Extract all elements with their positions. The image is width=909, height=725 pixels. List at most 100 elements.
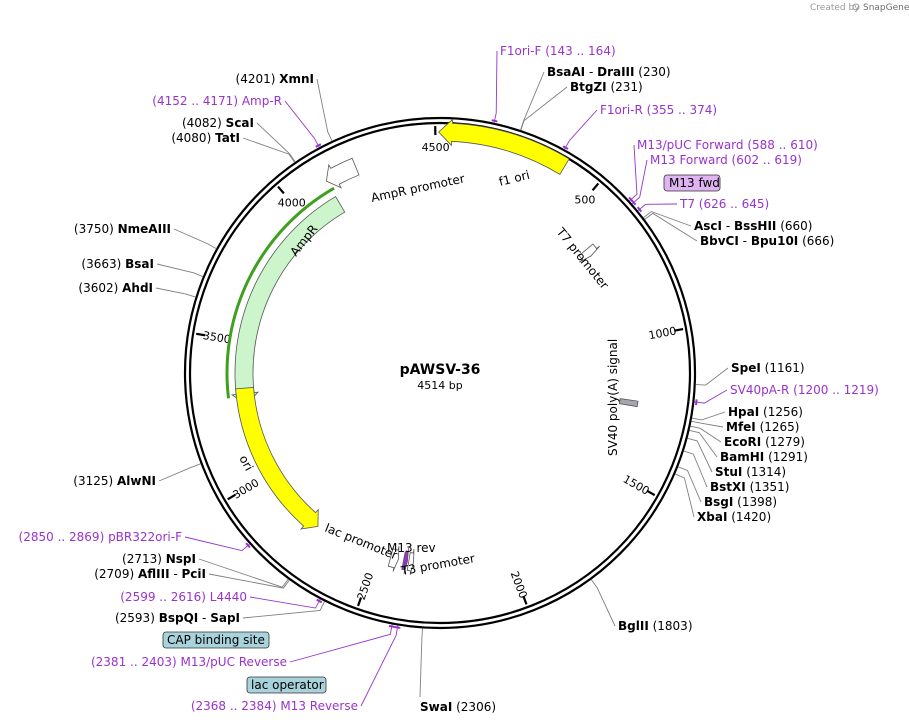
primer-text: (2850 .. 2869) pBR322ori-F (19, 530, 183, 544)
leader-line (284, 100, 320, 148)
leader-line (691, 411, 726, 421)
leader-line (158, 463, 201, 482)
cap-binding-site-box: CAP binding site (162, 631, 270, 649)
tick-mark (522, 595, 528, 605)
leader-line (156, 263, 204, 277)
site-text: (4080) TatI (171, 131, 240, 145)
restriction-site-ahdi: (3602) AhdI (78, 281, 153, 295)
feature-ori (235, 387, 319, 530)
restriction-site-bglii: BglII (1803) (618, 619, 693, 633)
restriction-site-mfei: MfeI (1265) (726, 420, 799, 434)
leader-line (256, 122, 296, 163)
leader-line (242, 137, 295, 163)
feature-t7-promoter (578, 243, 600, 263)
site-text: (2709) AflIII - PciI (94, 567, 206, 581)
leader-line (637, 203, 678, 212)
site-text: HpaI (1256) (728, 405, 803, 419)
site-text: (4082) ScaI (182, 116, 254, 130)
primer-sv40pa-r: SV40pA-R (1200 .. 1219) (730, 383, 879, 397)
restriction-site-spei: SpeI (1161) (731, 361, 805, 375)
primer-text: M13 Forward (602 .. 619) (650, 153, 802, 167)
tick-label: 1500 (621, 473, 652, 498)
primer-m13-reverse: (2368 .. 2384) M13 Reverse (191, 699, 358, 713)
svg-text:lac operator: lac operator (251, 678, 324, 692)
leader-line (629, 144, 638, 202)
tick-mark (227, 493, 237, 501)
leader-line (695, 367, 729, 386)
leader-line (249, 596, 321, 609)
primer-text: (2381 .. 2403) M13/pUC Reverse (91, 655, 287, 669)
site-labels: BsaAI - DraIII (230)BtgZI (231) F1ori-F (… (19, 44, 879, 714)
tick-label: 3500 (202, 329, 232, 346)
leader-line (675, 473, 695, 518)
backbone-inner-ring (188, 121, 692, 625)
leader-line (520, 86, 568, 131)
restriction-site-xmni: (4201) XmnI (236, 72, 314, 86)
restriction-site-ecori: EcoRI (1279) (724, 435, 805, 449)
tick-label: 1000 (648, 324, 678, 342)
tick-mark (591, 182, 600, 192)
primer-amp-r: (4152 .. 4171) Amp-R (152, 94, 282, 108)
backbone-outer-ring (183, 116, 697, 630)
site-text: (3663) BsaI (81, 257, 154, 271)
tick-label: 4500 (422, 141, 450, 154)
site-text: (2713) NspI (122, 552, 196, 566)
site-text: BsgI (1398) (704, 495, 777, 509)
features-layer (225, 118, 698, 629)
ampr-highlight (225, 186, 335, 399)
primer-text: T7 (626 .. 645) (679, 197, 769, 211)
site-text: AscI - BssHII (660) (694, 219, 812, 233)
feature-lac-promoter (387, 546, 400, 572)
leader-line (198, 558, 289, 588)
restriction-site-nspi: (2713) NspI (122, 552, 196, 566)
leader-lines (155, 50, 729, 707)
snapgene-logo-icon (852, 3, 860, 11)
restriction-site-nmeaiii: (3750) NmeAIII (74, 222, 171, 236)
leader-line (564, 109, 598, 150)
primer-m13-forward: M13 Forward (602 .. 619) (650, 153, 802, 167)
tick-label: 2000 (508, 569, 530, 600)
primer-pbr322ori-f: (2850 .. 2869) pBR322ori-F (19, 530, 183, 544)
leader-line (360, 625, 399, 707)
leader-line (691, 420, 724, 428)
site-text: BtgZI (231) (570, 80, 643, 94)
leader-line (590, 579, 616, 627)
credit-brand: SnapGene (863, 3, 909, 13)
site-text: BamHI (1291) (720, 450, 808, 464)
restriction-site-bspqi: (2593) BspQI - SapI (115, 611, 240, 625)
restriction-site-tati: (4080) TatI (171, 131, 240, 145)
site-text: (4201) XmnI (236, 72, 314, 86)
ampr-promoter-label: AmpR promoter (370, 171, 466, 205)
plasmid-name: pAWSV-36 (400, 362, 481, 378)
site-text: BsaAI - DraIII (230) (547, 65, 671, 79)
leader-line (316, 78, 333, 142)
sv40-label: SV40 poly(A) signal (606, 339, 620, 456)
primer-m13-puc-forward: M13/pUC Forward (588 .. 610) (637, 138, 818, 152)
tick-label: 500 (574, 194, 595, 207)
tick-mark (646, 489, 656, 497)
leader-line (173, 228, 217, 250)
restriction-site-swai: SwaI (2306) (420, 700, 496, 714)
svg-text:CAP binding site: CAP binding site (167, 633, 265, 647)
restriction-site-bstxi: BstXI (1351) (710, 480, 789, 494)
f1ori-label: f1 ori (497, 168, 531, 189)
restriction-site-scai: (4082) ScaI (182, 116, 254, 130)
tick-mark (357, 597, 363, 607)
m13-rev-label: M13 rev (387, 541, 436, 555)
leader-line (493, 50, 498, 123)
primer-f1ori-f: F1ori-F (143 .. 164) (500, 44, 616, 58)
primer-text: SV40pA-R (1200 .. 1219) (730, 383, 879, 397)
ori-label: ori (236, 453, 256, 473)
tick-mark (277, 185, 285, 195)
t7-promoter-label: T7 promoter (553, 224, 611, 292)
primer-text: M13/pUC Forward (588 .. 610) (637, 138, 818, 152)
leader-line (689, 429, 718, 458)
leader-line (690, 425, 722, 443)
primer-text: (2599 .. 2616) L4440 (120, 590, 247, 604)
restriction-site-bsgi: BsgI (1398) (704, 495, 777, 509)
credit-prefix: Created by (810, 3, 860, 13)
leader-line (631, 159, 648, 205)
site-text: EcoRI (1279) (724, 435, 805, 449)
restriction-site-btgzi: BtgZI (231) (570, 80, 643, 94)
